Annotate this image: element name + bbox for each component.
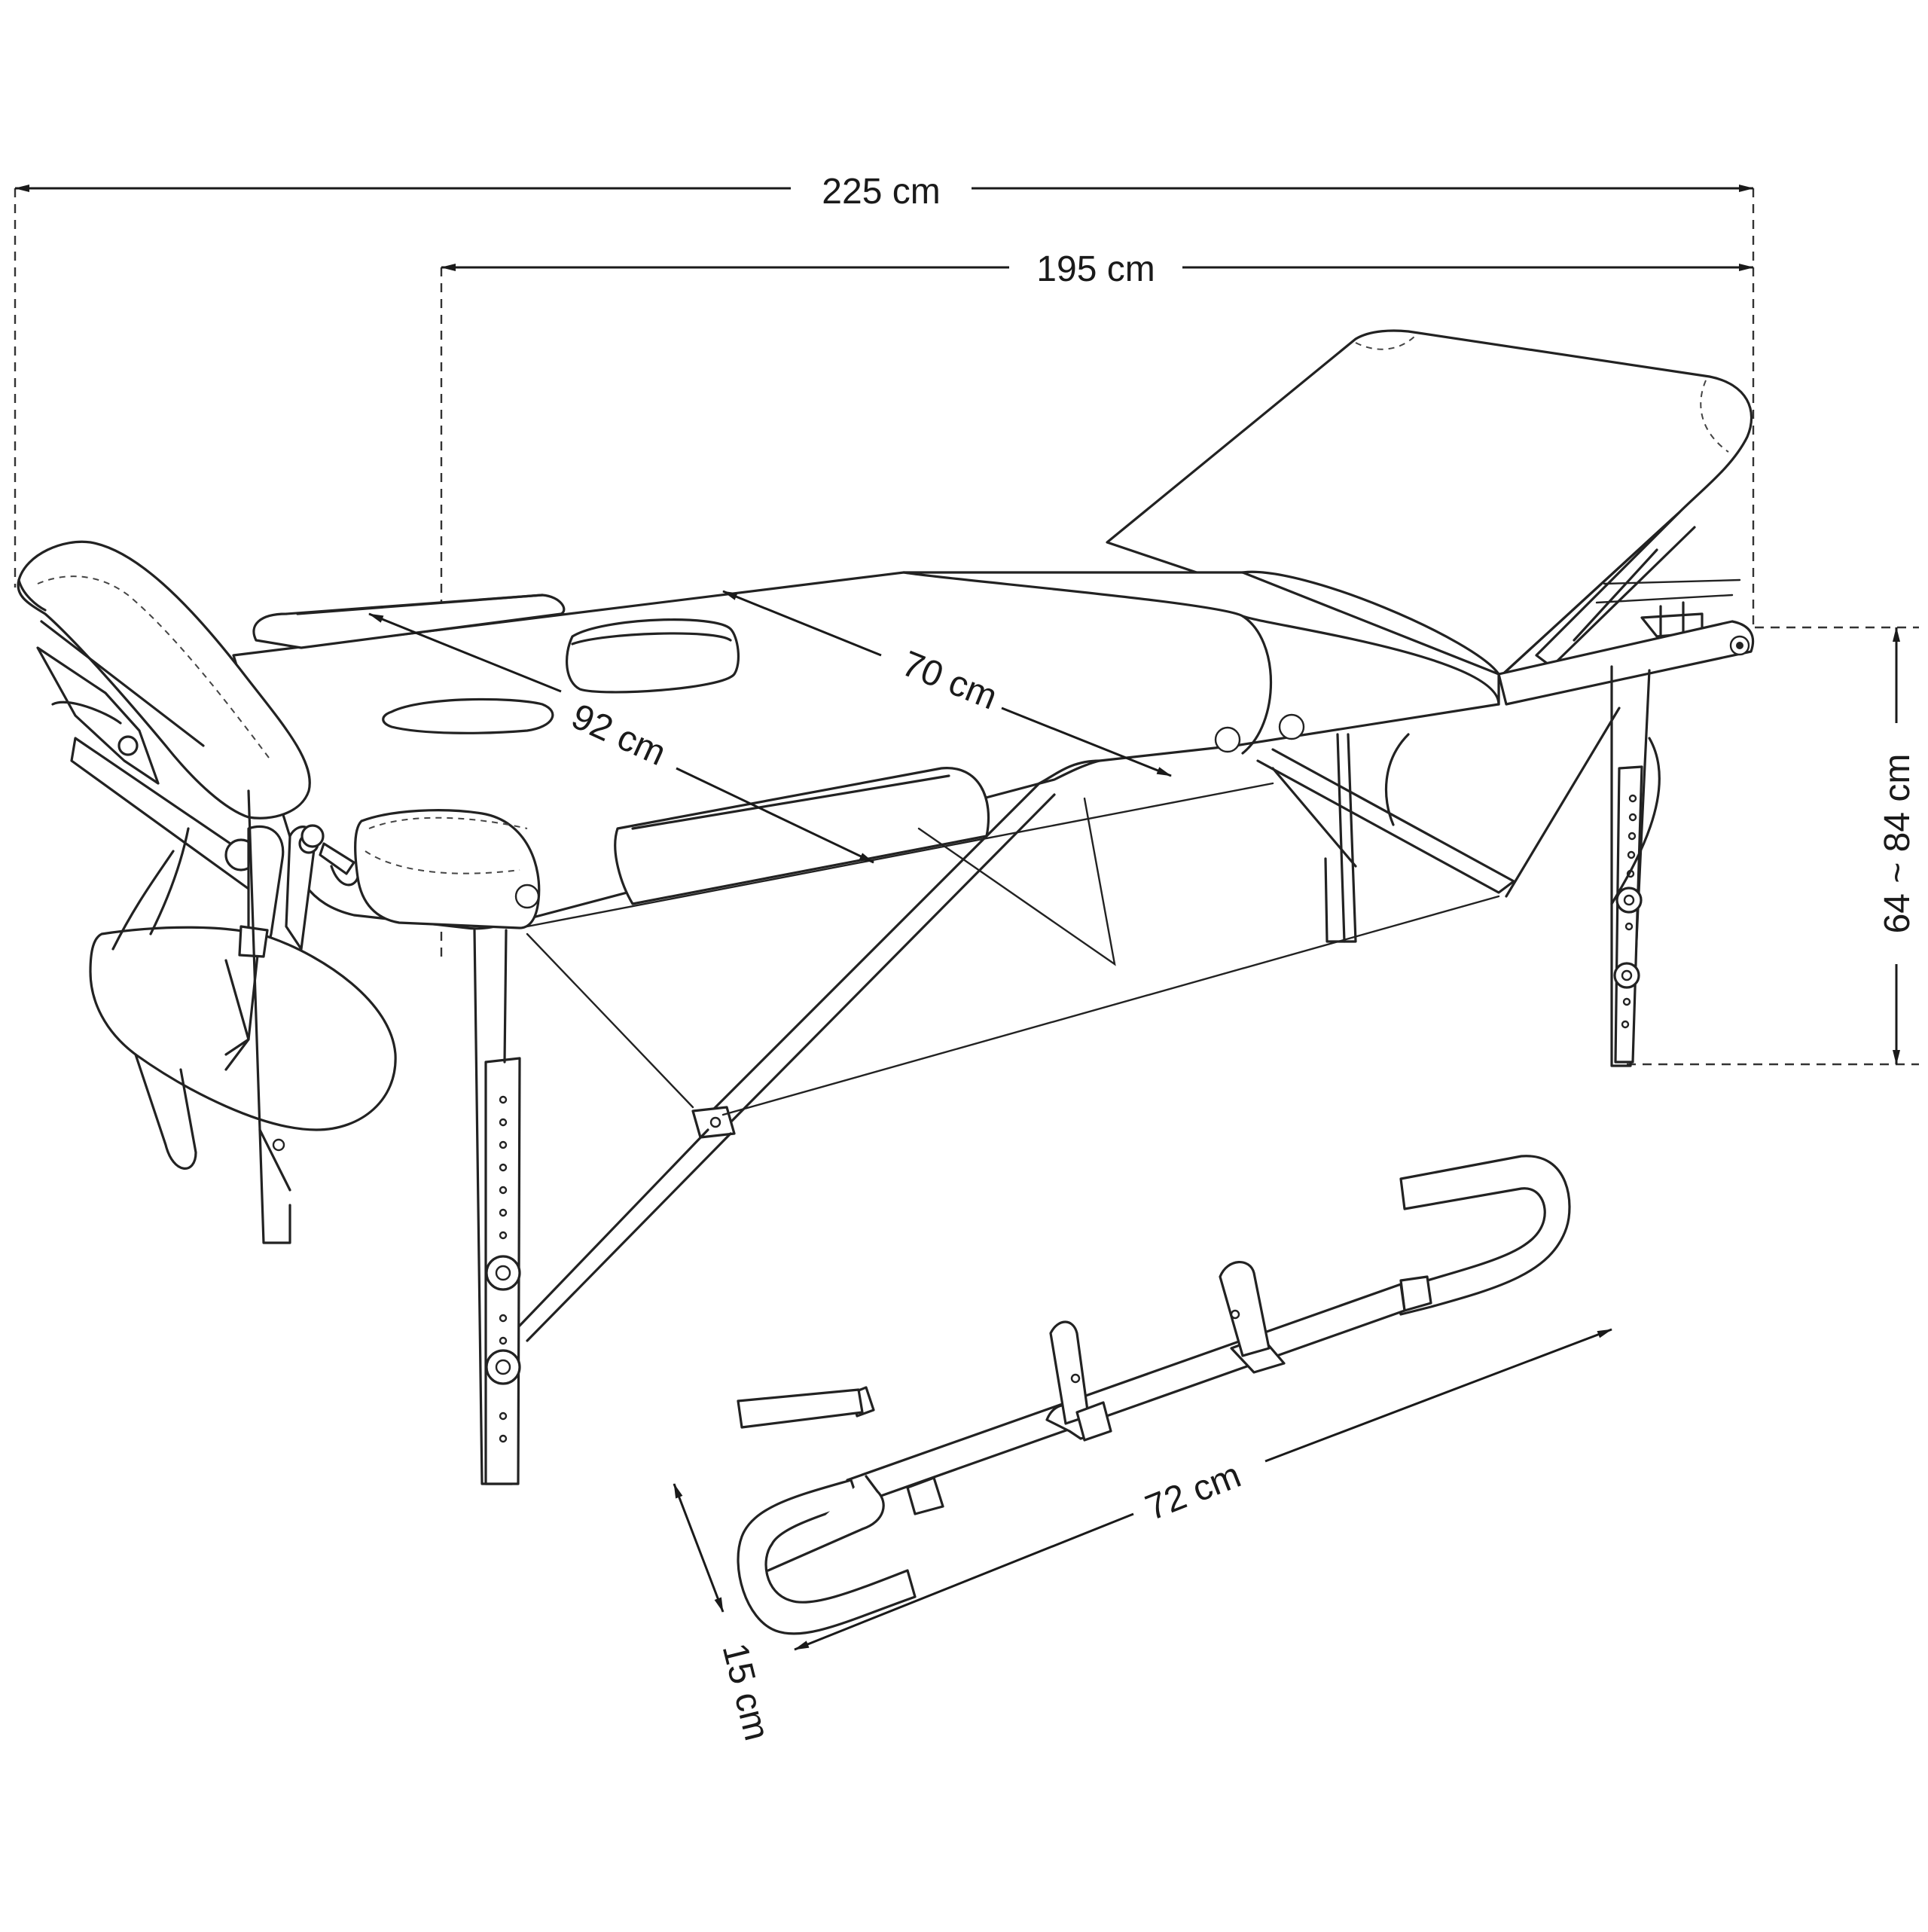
leg-holes-left <box>499 1095 508 1443</box>
height-knob-right-upper-icon <box>1615 887 1643 914</box>
armrest-back <box>252 594 566 649</box>
face-hole <box>382 697 554 734</box>
massage-table <box>17 329 1755 1485</box>
label-table-length: 195 cm <box>1036 249 1155 289</box>
leg-bracing <box>518 707 1621 1342</box>
label-total-length: 225 cm <box>822 172 940 212</box>
armrest-bar <box>737 1155 1571 1635</box>
arm-rest-sling <box>89 789 397 1244</box>
side-bolts <box>1214 713 1305 753</box>
height-knob-left-lower-icon <box>485 1349 521 1385</box>
label-bar-length: 72 cm <box>1140 1455 1246 1528</box>
backrest-support <box>1535 511 1741 668</box>
dimension-height: 64 ~ 84 cm <box>1878 627 1917 1065</box>
head-cradle <box>17 540 319 951</box>
face-pillow <box>565 618 740 694</box>
height-knob-left-upper-icon <box>485 1255 521 1291</box>
far-right-leg <box>1324 733 1410 943</box>
dimension-total-length: 225 cm <box>14 172 1754 212</box>
front-left-leg <box>473 929 521 1485</box>
cradle-clamp <box>300 824 359 887</box>
table-head-end <box>354 809 541 929</box>
label-height: 64 ~ 84 cm <box>1878 754 1917 934</box>
table-frame-right <box>1497 620 1755 706</box>
label-bar-height: 15 cm <box>715 1639 777 1744</box>
front-right-leg <box>1610 665 1661 1067</box>
dimension-table-length: 195 cm <box>441 249 1754 289</box>
height-knob-right-lower-icon <box>1613 962 1640 989</box>
